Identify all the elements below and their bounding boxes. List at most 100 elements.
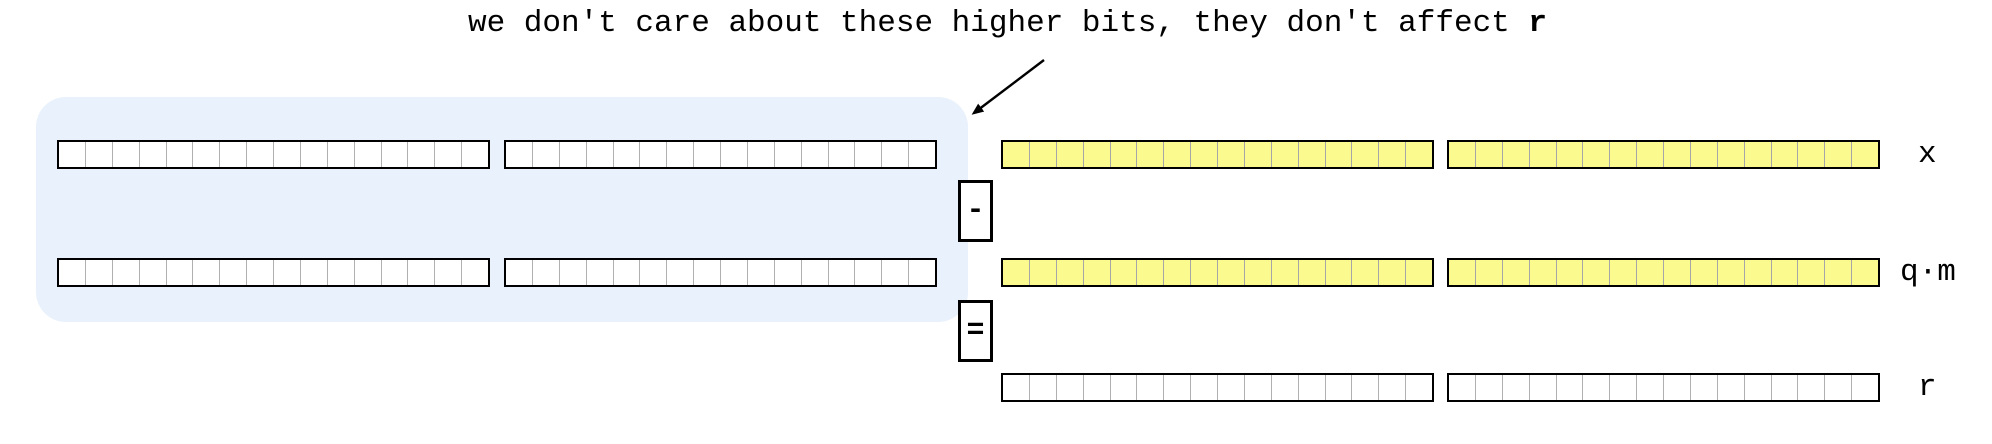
bit-cell bbox=[1191, 375, 1218, 400]
bit-cell bbox=[1030, 375, 1057, 400]
bit-cell bbox=[1476, 375, 1503, 400]
bit-cell bbox=[1503, 260, 1530, 285]
bit-cell bbox=[1030, 260, 1057, 285]
bit-cell bbox=[1352, 142, 1380, 167]
bit-cell bbox=[435, 260, 463, 285]
bit-cell bbox=[1664, 142, 1691, 167]
bit-cell bbox=[1745, 142, 1772, 167]
bit-cell bbox=[382, 142, 409, 167]
bit-cell bbox=[1825, 375, 1853, 400]
bit-cell bbox=[560, 142, 587, 167]
bit-cell bbox=[1406, 260, 1432, 285]
bit-cell bbox=[59, 142, 86, 167]
bit-cell bbox=[1798, 142, 1826, 167]
bit-cell bbox=[775, 142, 802, 167]
bit-cell bbox=[247, 142, 274, 167]
bit-cell bbox=[301, 142, 328, 167]
bit-cell bbox=[667, 142, 695, 167]
bit-cell bbox=[1245, 260, 1272, 285]
annotation-text-bold-r: r bbox=[1528, 6, 1547, 41]
bit-cell bbox=[1084, 260, 1111, 285]
bit-cell bbox=[1137, 260, 1165, 285]
bit-cell bbox=[1610, 375, 1638, 400]
bit-cell bbox=[1057, 375, 1084, 400]
bit-cell bbox=[1003, 375, 1030, 400]
bit-cell bbox=[1272, 375, 1299, 400]
bit-cell bbox=[86, 260, 113, 285]
bit-cell bbox=[1476, 142, 1503, 167]
x-high-bits-block-1 bbox=[57, 140, 490, 169]
bit-cell bbox=[1852, 260, 1878, 285]
bit-cell bbox=[533, 260, 560, 285]
bit-cell bbox=[193, 142, 221, 167]
bit-cell bbox=[1449, 375, 1476, 400]
bit-cell bbox=[1111, 375, 1138, 400]
bit-cell bbox=[1164, 260, 1192, 285]
bit-cell bbox=[1111, 142, 1138, 167]
bit-cell bbox=[328, 142, 355, 167]
bit-cell bbox=[1299, 260, 1326, 285]
bit-cell bbox=[909, 260, 935, 285]
bit-cell bbox=[1057, 142, 1084, 167]
bit-cell bbox=[1137, 375, 1165, 400]
bit-cell bbox=[1272, 142, 1299, 167]
bit-cell bbox=[829, 260, 856, 285]
bit-cell bbox=[587, 142, 614, 167]
bit-cell bbox=[1530, 260, 1557, 285]
bit-cell bbox=[1503, 375, 1530, 400]
bit-cell bbox=[1772, 142, 1799, 167]
bit-cell bbox=[1610, 260, 1638, 285]
annotation-text-normal: we don't care about these higher bits, t… bbox=[468, 6, 1529, 41]
bit-cell bbox=[829, 142, 856, 167]
bit-cell bbox=[1449, 142, 1476, 167]
bit-cell bbox=[1218, 142, 1245, 167]
bit-cell bbox=[435, 142, 463, 167]
dont-care-highlight-region bbox=[36, 97, 968, 322]
qm-high-bits-block-1 bbox=[57, 258, 490, 287]
bit-cell bbox=[1218, 260, 1245, 285]
bit-cell bbox=[802, 260, 829, 285]
bit-cell bbox=[1084, 375, 1111, 400]
row-label-r: r bbox=[1918, 370, 1937, 405]
bit-cell bbox=[1798, 260, 1826, 285]
bit-cell bbox=[1191, 260, 1218, 285]
bit-cell bbox=[748, 260, 775, 285]
bit-cell bbox=[1245, 375, 1272, 400]
bit-cell bbox=[1003, 260, 1030, 285]
bit-cell bbox=[113, 142, 140, 167]
bit-cell bbox=[1379, 260, 1407, 285]
x-high-bits-block-2 bbox=[504, 140, 937, 169]
bit-cell bbox=[1745, 375, 1772, 400]
bit-cell bbox=[220, 142, 248, 167]
bit-cell bbox=[1557, 142, 1584, 167]
bit-cell bbox=[1772, 375, 1799, 400]
bit-cell bbox=[1557, 260, 1584, 285]
bit-cell bbox=[1084, 142, 1111, 167]
bit-cell bbox=[140, 142, 167, 167]
equals-operator-box: = bbox=[958, 300, 993, 362]
bit-cell bbox=[1745, 260, 1772, 285]
bit-cell bbox=[274, 142, 301, 167]
bit-cell bbox=[721, 260, 748, 285]
bit-cell bbox=[1164, 375, 1192, 400]
bit-cell bbox=[355, 142, 382, 167]
bit-cell bbox=[640, 142, 668, 167]
bit-cell bbox=[220, 260, 248, 285]
bit-cell bbox=[506, 260, 533, 285]
r-bits-block-1 bbox=[1001, 373, 1434, 402]
qm-high-bits-block-2 bbox=[504, 258, 937, 287]
bit-cell bbox=[328, 260, 355, 285]
bit-cell bbox=[1299, 142, 1326, 167]
bit-cell bbox=[855, 260, 883, 285]
bit-cell bbox=[193, 260, 221, 285]
bit-cell bbox=[1530, 142, 1557, 167]
bit-cell bbox=[113, 260, 140, 285]
bit-cell bbox=[1164, 142, 1192, 167]
bit-cell bbox=[1326, 142, 1353, 167]
bit-cell bbox=[1111, 260, 1138, 285]
bit-cell bbox=[775, 260, 802, 285]
bit-cell bbox=[1691, 260, 1718, 285]
bit-cell bbox=[1326, 375, 1353, 400]
bit-cell bbox=[1772, 260, 1799, 285]
bit-cell bbox=[882, 260, 910, 285]
